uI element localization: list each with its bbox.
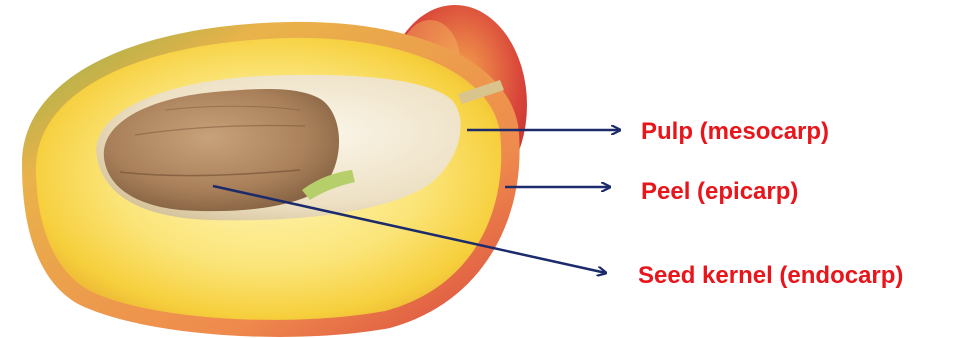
label-seed-kernel: Seed kernel (endocarp)	[638, 264, 903, 288]
label-peel: Peel (epicarp)	[641, 180, 798, 204]
mango-half	[22, 22, 520, 337]
label-pulp: Pulp (mesocarp)	[641, 120, 829, 144]
